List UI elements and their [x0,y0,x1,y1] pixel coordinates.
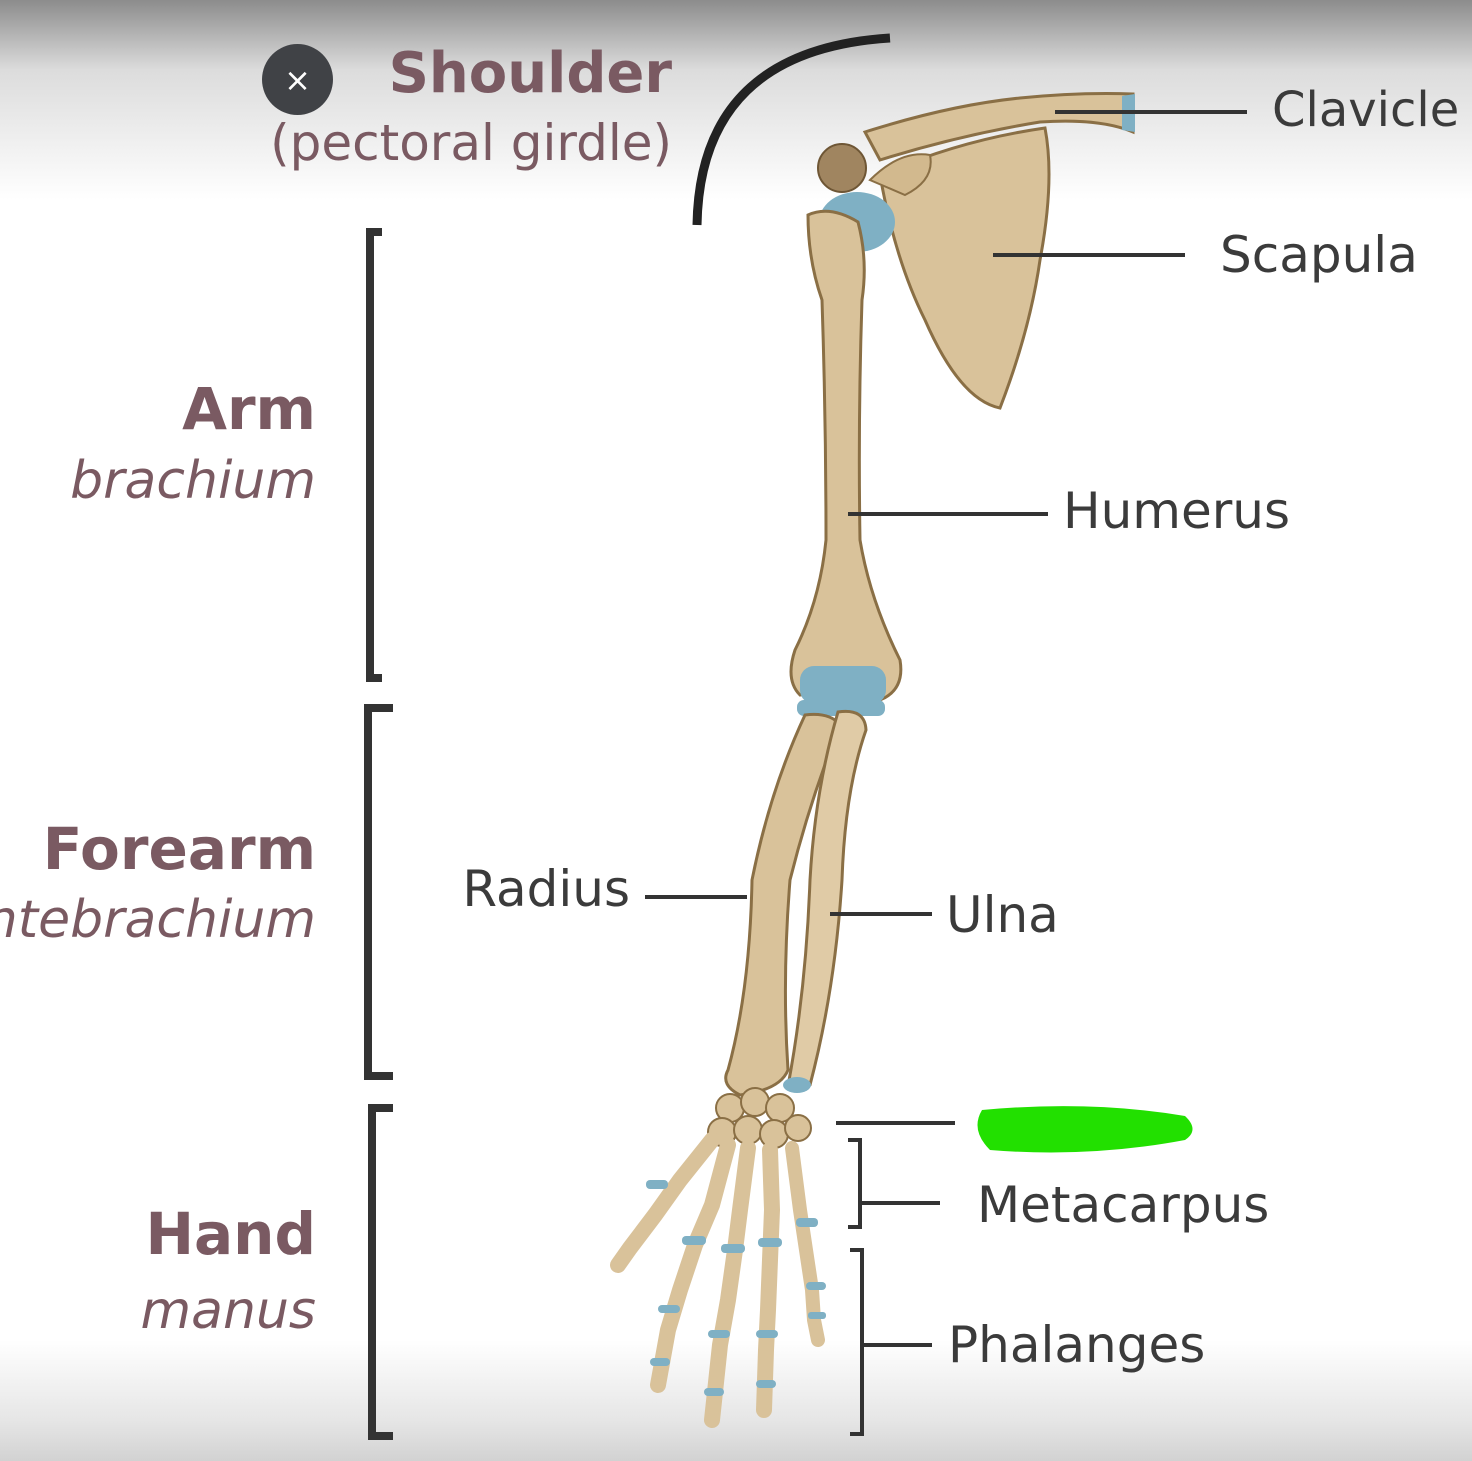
hand-digits [610,1132,825,1428]
phalanges-label: Phalanges [948,1316,1206,1374]
close-icon: × [284,60,311,99]
shoulder-title: Shoulder [388,41,672,106]
green-highlighter-mark [977,1106,1193,1153]
phalanges-bracket [850,1248,864,1436]
hand-latin: manus [140,1281,316,1341]
metacarpus-label: Metacarpus [977,1176,1270,1234]
forearm-latin: antebrachium [0,890,316,950]
leader-lines [645,110,1247,1347]
arm-title: Arm [182,375,316,443]
metacarpus-bracket [848,1138,862,1229]
shoulder-subtitle: (pectoral girdle) [270,114,672,172]
hand-bracket [368,1104,393,1440]
humerus-bone [789,209,903,702]
forearm-title: Forearm [42,815,316,883]
close-button[interactable]: × [262,44,333,115]
hand-title: Hand [145,1200,317,1268]
forearm-bracket [364,704,393,1080]
hand-joint-cartilage [646,1180,826,1396]
arm-bracket [366,228,382,682]
humerus-label: Humerus [1063,482,1291,540]
arm-latin: brachium [70,451,316,511]
radius-bone [724,713,842,1097]
scapula-label: Scapula [1220,226,1418,284]
scapula-bone [878,126,1051,410]
radius-label: Radius [462,860,630,918]
shoulder-arc [692,33,891,226]
elbow-cartilage [800,666,886,704]
clavicle-label: Clavicle [1272,82,1460,138]
ulna-label: Ulna [946,886,1059,944]
